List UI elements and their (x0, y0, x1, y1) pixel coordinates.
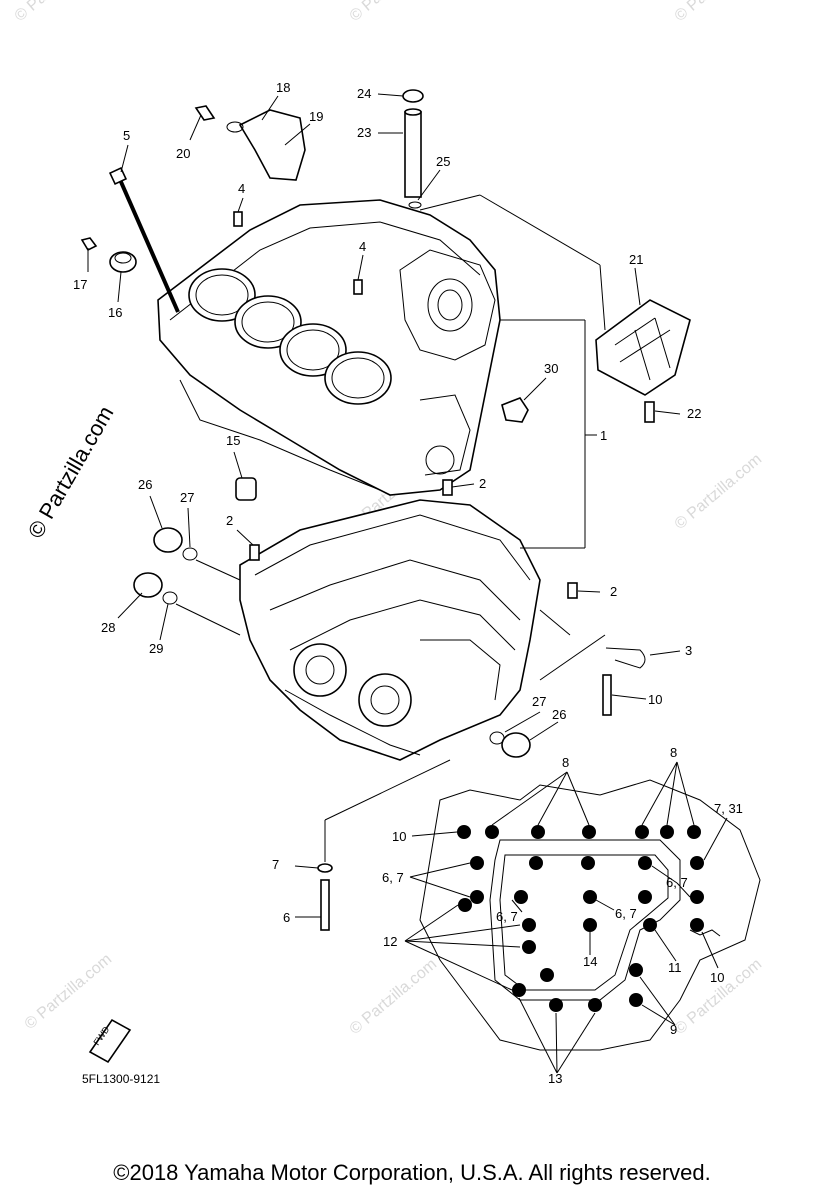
callout-25: 25 (436, 154, 450, 169)
callout-11: 11 (668, 960, 682, 975)
callout-2b: 2 (226, 513, 233, 528)
watermark-tile: © Partzilla.com (347, 956, 441, 1038)
callout-21: 21 (629, 252, 643, 267)
callout-18: 18 (276, 80, 290, 95)
callout-14: 14 (583, 954, 597, 969)
callout-28: 28 (101, 620, 115, 635)
callout-7: 7 (272, 857, 279, 872)
fwd-arrow-icon (88, 1018, 132, 1064)
callout-5: 5 (123, 128, 130, 143)
callout-6-7a: 6, 7 (382, 870, 404, 885)
callout-10a: 10 (648, 692, 662, 707)
callout-6: 6 (283, 910, 290, 925)
watermark-tile: © Partzilla.com (22, 951, 116, 1033)
callout-17: 17 (73, 277, 87, 292)
callout-16: 16 (108, 305, 122, 320)
watermark-main: © Partzilla.com (23, 402, 119, 543)
callout-26a: 26 (138, 477, 152, 492)
callout-9: 9 (670, 1022, 677, 1037)
watermark-tile: © Partzilla.com (347, 0, 441, 25)
callout-3: 3 (685, 643, 692, 658)
diagram-code: 5FL1300-9121 (82, 1072, 160, 1086)
callout-19: 19 (309, 109, 323, 124)
callout-24: 24 (357, 86, 371, 101)
crankcase-exploded-diagram: © Partzilla.com © Partzilla.com © Partzi… (12, 0, 766, 1086)
small-parts: FWD (80, 89, 691, 1064)
callout-23: 23 (357, 125, 371, 140)
copyright-notice: ©2018 Yamaha Motor Corporation, U.S.A. A… (113, 1160, 711, 1185)
callout-2c: 2 (610, 584, 617, 599)
callout-4b: 4 (359, 239, 366, 254)
callout-7-31: 7, 31 (714, 801, 743, 816)
callout-20: 20 (176, 146, 190, 161)
callout-8b: 8 (670, 745, 677, 760)
callout-4a: 4 (238, 181, 245, 196)
callout-2a: 2 (479, 476, 486, 491)
callout-13: 13 (548, 1071, 562, 1086)
callout-27b: 27 (532, 694, 546, 709)
callout-30: 30 (544, 361, 558, 376)
lower-crankcase (239, 499, 541, 761)
watermark-tile: © Partzilla.com (12, 0, 106, 25)
watermark-tile: © Partzilla.com (672, 956, 766, 1038)
leader-lines (87, 93, 728, 1074)
callout-12: 12 (383, 934, 397, 949)
crankcase-bottom-view (419, 779, 761, 1051)
callout-22: 22 (687, 406, 701, 421)
callout-6-7d: 6, 7 (615, 906, 637, 921)
callout-6-7b: 6, 7 (666, 875, 688, 890)
callout-10c: 10 (710, 970, 724, 985)
watermark-tile: © Partzilla.com (672, 451, 766, 533)
watermark-tile: © Partzilla.com (672, 0, 766, 25)
callout-29: 29 (149, 641, 163, 656)
upper-crankcase (157, 199, 501, 496)
callout-labels: 18 19 20 5 4 4 17 16 24 23 25 21 22 30 1… (73, 80, 743, 1086)
callout-6-7c: 6, 7 (496, 909, 518, 924)
callout-1: 1 (600, 428, 607, 443)
callout-27a: 27 (180, 490, 194, 505)
callout-26b: 26 (552, 707, 566, 722)
callout-10b: 10 (392, 829, 406, 844)
callout-15: 15 (226, 433, 240, 448)
callout-8a: 8 (562, 755, 569, 770)
